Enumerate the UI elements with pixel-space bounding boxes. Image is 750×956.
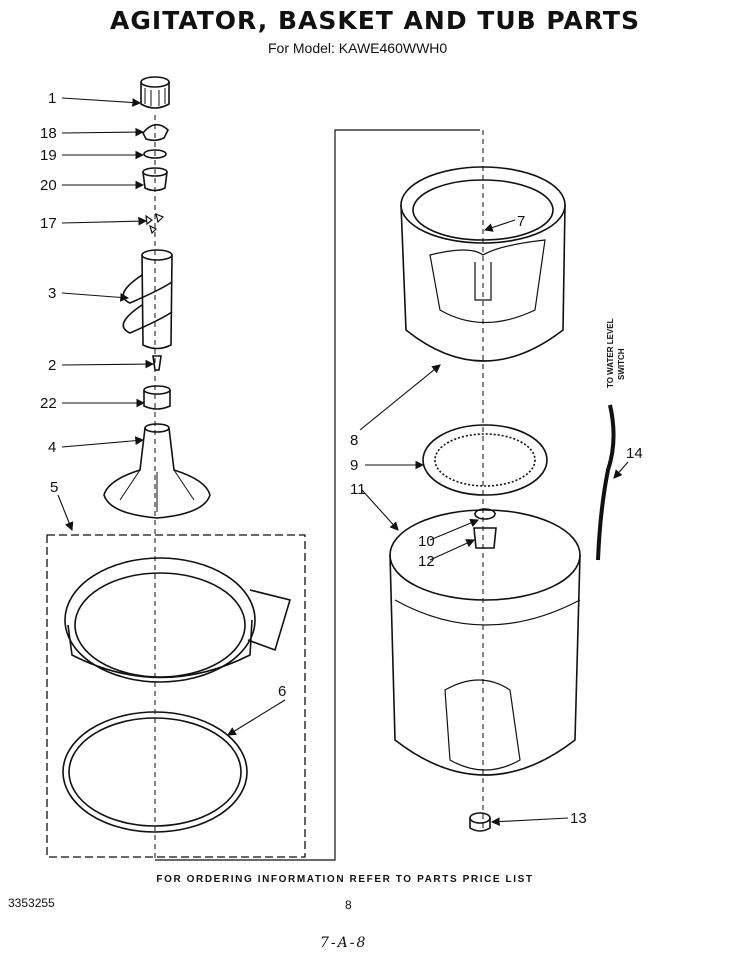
callout-11: 11 [350,481,366,498]
part-3-agitator-barrel [122,249,173,350]
callout-9: 9 [350,457,358,474]
part-14-hose [596,404,616,561]
part-4-agitator-skirt [103,423,211,519]
page-number: 8 [345,898,352,912]
callout-22: 22 [40,395,57,412]
callout-10: 10 [418,533,435,550]
part-1-agitator-cap [140,76,170,109]
callout-7: 7 [517,213,525,230]
page-title: AGITATOR, BASKET AND TUB PARTS [110,6,640,35]
document-number: 3353255 [8,896,55,910]
part-12-nut [473,527,497,549]
part-10-washer [474,508,496,520]
callout-12: 12 [418,553,435,570]
callout-1: 1 [48,90,56,107]
side-note-line2: SWITCH [617,348,626,380]
callout-6: 6 [278,683,286,700]
callout-3: 3 [48,285,56,302]
part-5-group-box [46,534,306,858]
callout-18: 18 [40,125,57,142]
callout-14: 14 [626,445,643,462]
handwritten-note: 7-A-8 [320,935,368,951]
callout-2: 2 [48,357,56,374]
callout-13: 13 [570,810,587,827]
callout-17: 17 [40,215,57,232]
callout-20: 20 [40,177,57,194]
side-note-line1: TO WATER LEVEL [606,318,615,388]
model-line: For Model: KAWE460WWH0 [268,40,448,56]
callout-19: 19 [40,147,57,164]
ordering-note: FOR ORDERING INFORMATION REFER TO PARTS … [156,874,534,885]
callout-5: 5 [50,479,58,496]
part-11-outer-tub [389,509,581,776]
part-2-bolt [152,355,162,371]
part-9-gasket [422,424,548,496]
part-13-nut [469,812,491,832]
callout-8: 8 [350,432,358,449]
part-18-cam [142,123,169,142]
callout-4: 4 [48,439,56,456]
part-5-tub-ring [64,557,292,683]
part-22-drive-block [143,385,171,410]
